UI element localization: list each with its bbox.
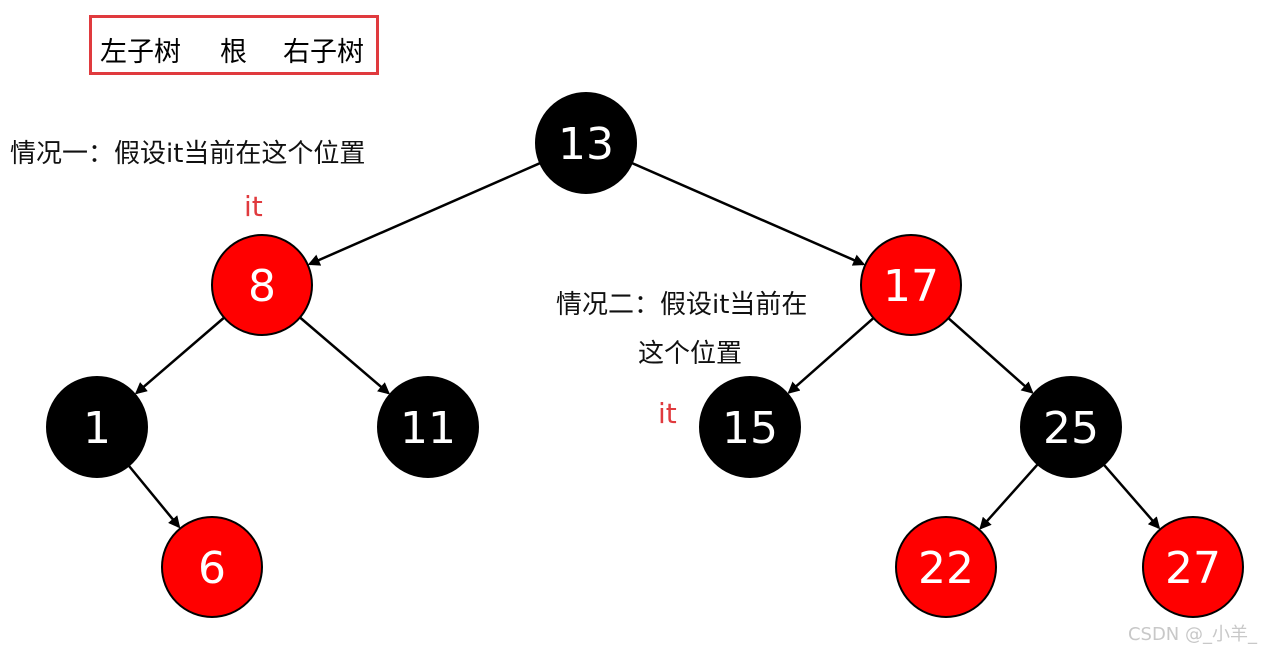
node-label: 11 [400, 403, 456, 454]
legend-root: 根 [220, 37, 247, 68]
node-circle [161, 516, 263, 618]
tree-node-25: 25 [1020, 376, 1122, 478]
node-circle [46, 376, 148, 478]
edge-n8-n1 [134, 316, 225, 395]
node-label: 15 [722, 403, 778, 454]
node-circle [860, 234, 962, 336]
node-label: 17 [883, 261, 939, 312]
node-label: 13 [558, 119, 614, 170]
node-circle [377, 376, 479, 478]
node-circle [699, 376, 801, 478]
node-label: 6 [198, 543, 226, 594]
node-label: 8 [248, 261, 276, 312]
edge-n17-n25 [947, 317, 1034, 394]
node-circle [1020, 376, 1122, 478]
edges-layer [127, 161, 1161, 530]
tree-node-8: 8 [211, 234, 313, 336]
edge-n17-n15 [787, 317, 875, 394]
tree-node-1: 1 [46, 376, 148, 478]
node-circle [535, 92, 637, 194]
it-marker-case1: it [244, 190, 263, 223]
legend-left-subtree: 左子树 [100, 37, 181, 68]
node-label: 25 [1043, 403, 1099, 454]
node-circle [211, 234, 313, 336]
case1-caption: 情况一：假设it当前在这个位置 [10, 139, 366, 169]
legend-box [89, 15, 379, 75]
legend-right-subtree: 右子树 [283, 37, 364, 68]
node-label: 22 [918, 543, 974, 594]
node-circle [895, 516, 997, 618]
it-marker-case2: it [658, 397, 677, 430]
tree-node-27: 27 [1142, 516, 1244, 618]
edge-n13-n17 [631, 161, 866, 266]
case2-caption-line1: 情况二：假设it当前在 [556, 290, 808, 320]
node-label: 1 [83, 403, 111, 454]
edge-n1-n6 [127, 464, 181, 529]
tree-node-13: 13 [535, 92, 637, 194]
tree-node-17: 17 [860, 234, 962, 336]
tree-node-22: 22 [895, 516, 997, 618]
tree-node-6: 6 [161, 516, 263, 618]
edge-n8-n11 [299, 316, 391, 395]
edge-n25-n22 [979, 463, 1039, 530]
edge-n25-n27 [1102, 463, 1161, 530]
case2-caption-line2: 这个位置 [638, 339, 743, 369]
tree-node-11: 11 [377, 376, 479, 478]
tree-node-15: 15 [699, 376, 801, 478]
edge-n13-n8 [307, 161, 541, 266]
node-circle [1142, 516, 1244, 618]
node-label: 27 [1165, 543, 1221, 594]
watermark: CSDN @_小羊_ [1127, 624, 1257, 645]
